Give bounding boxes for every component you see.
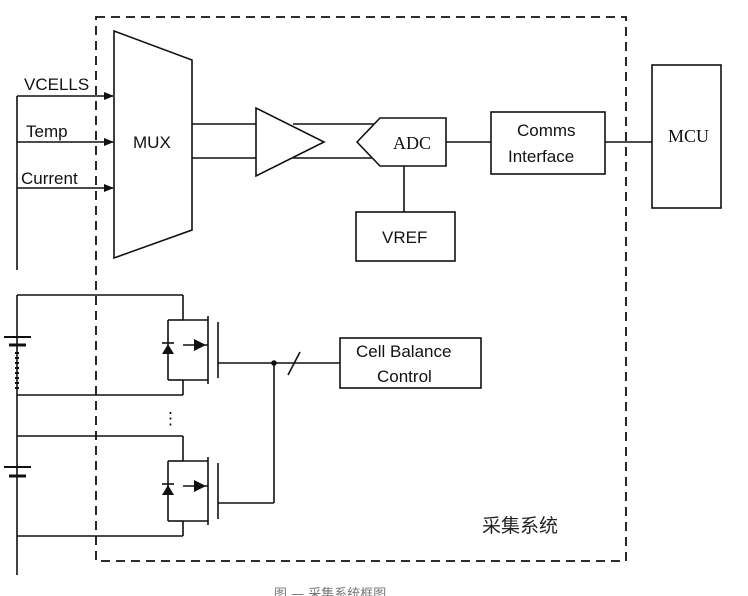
- vcells-label: VCELLS: [24, 75, 89, 94]
- comms-label-line2: Interface: [508, 147, 574, 166]
- figure-caption: 图 — 采集系统框图: [274, 586, 386, 596]
- mux-block: [113, 29, 193, 260]
- vref-label: VREF: [382, 228, 427, 247]
- system-boundary: [95, 16, 627, 562]
- current-label: Current: [21, 169, 78, 188]
- adc-label: ADC: [393, 133, 431, 153]
- battery-cell-bottom: [4, 466, 31, 478]
- bus-slash: [287, 351, 301, 376]
- battery-cell-top: [4, 336, 31, 390]
- mcu-block: [651, 64, 722, 209]
- amplifier-symbol: [255, 106, 326, 178]
- balance-mosfet-1: [162, 316, 219, 384]
- mcu-label: MCU: [668, 126, 709, 146]
- region-label: 采集系统: [482, 515, 558, 537]
- balance-label-line2: Control: [377, 367, 432, 386]
- mux-label: MUX: [133, 133, 171, 152]
- balance-label-line1: Cell Balance: [356, 342, 451, 361]
- comms-label-line1: Comms: [517, 121, 576, 140]
- balance-mosfet-2: [162, 457, 219, 525]
- cell-balance-control-block: [339, 337, 482, 389]
- temp-label: Temp: [26, 122, 68, 141]
- ellipsis-mark: ⋮: [162, 409, 179, 428]
- vref-block: [355, 211, 456, 262]
- comms-interface-block: [490, 111, 606, 175]
